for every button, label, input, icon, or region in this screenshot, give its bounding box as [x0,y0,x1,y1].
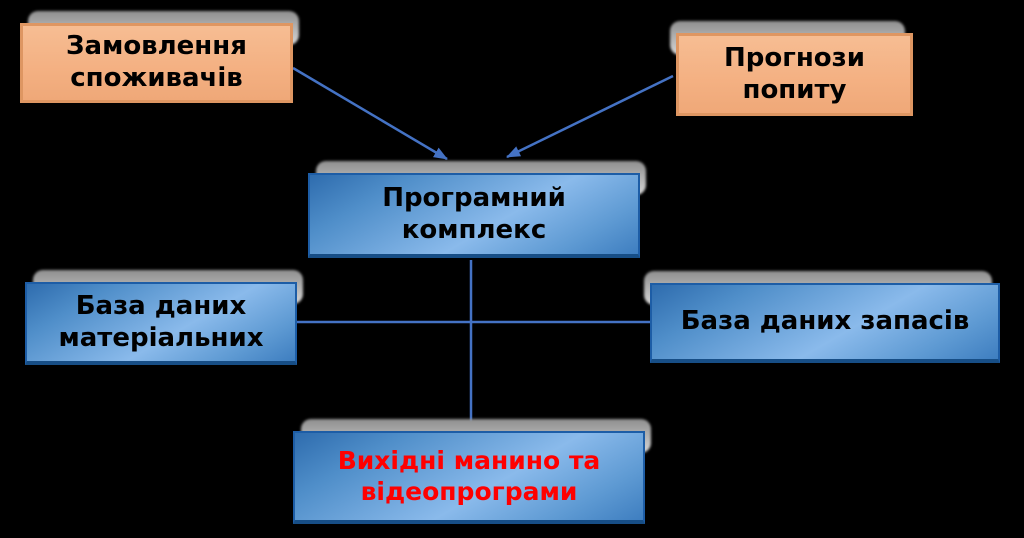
node-demand-forecasts-label: Прогнози попиту [676,33,913,116]
node-customer-orders-label: Замовлення споживачів [20,23,293,103]
node-stock-database: База даних запасів [644,271,1000,363]
connector-forecasts-to-program [506,74,674,159]
node-stock-database-label: База даних запасів [650,283,1000,363]
node-program-complex-label: Програмний комплекс [308,173,640,258]
node-demand-forecasts: Прогнози попиту [670,21,913,116]
connector-orders-to-program [292,66,448,161]
node-output-programs-label: Вихідні манино та відеопрограми [293,431,645,524]
node-customer-orders: Замовлення споживачів [20,11,299,103]
node-materials-database-label: База даних матеріальних [25,282,297,365]
node-program-complex: Програмний комплекс [308,161,646,258]
node-output-programs: Вихідні манино та відеопрограми [293,419,651,524]
node-materials-database: База даних матеріальних [25,270,303,365]
